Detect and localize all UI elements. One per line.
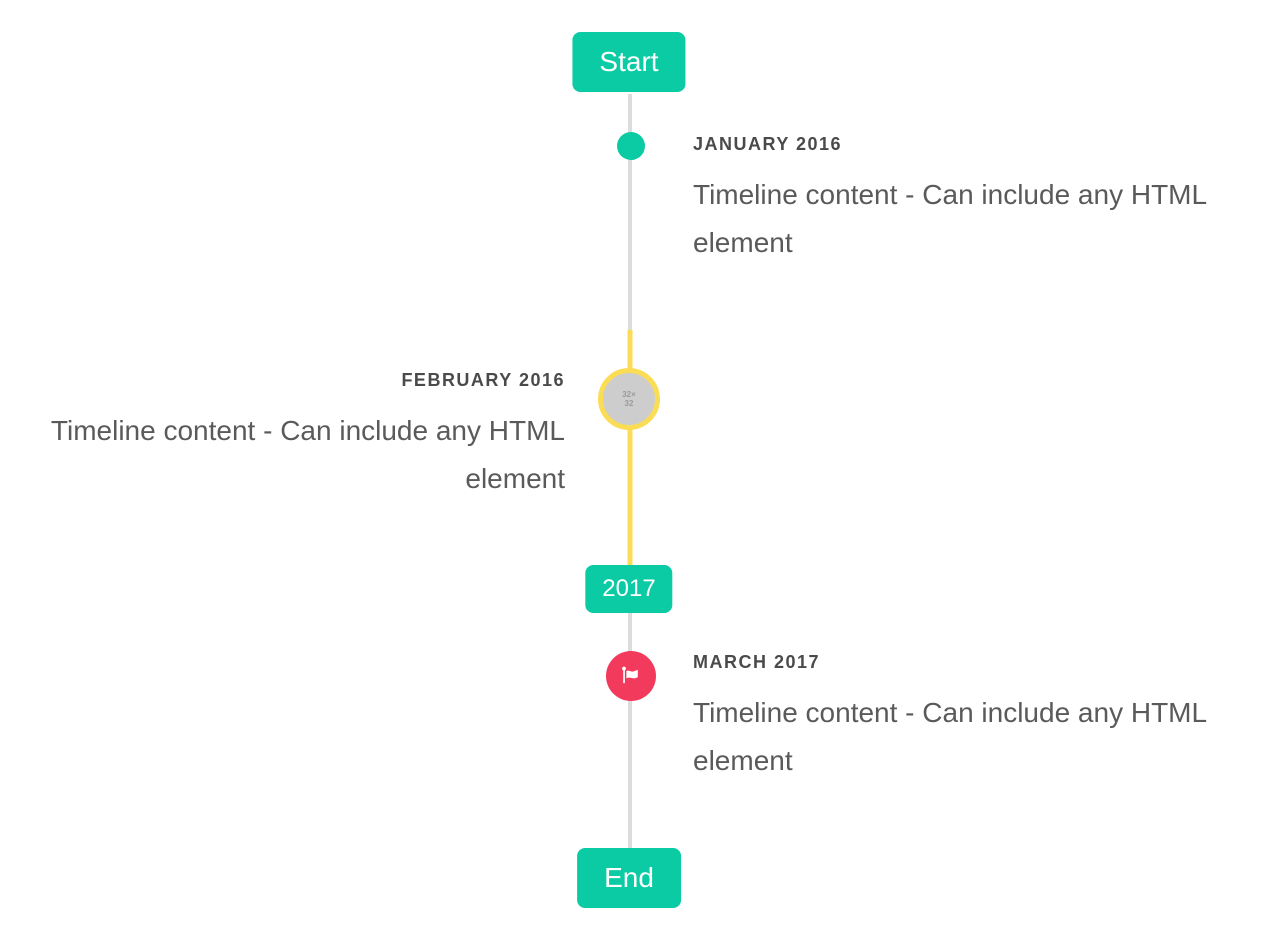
timeline-point-january-2016[interactable] — [617, 132, 645, 160]
item-date-label: FEBRUARY 2016 — [401, 370, 565, 390]
timeline-highlighted-segment — [627, 330, 633, 565]
item-content-text: Timeline content - Can include any HTML … — [693, 697, 1207, 776]
item-content-text: Timeline content - Can include any HTML … — [50, 415, 565, 494]
placeholder-image-icon: 32×32 — [622, 390, 636, 408]
timeline-item-february-2016: FEBRUARY 2016 Timeline content - Can inc… — [42, 369, 565, 503]
item-date-label: JANUARY 2016 — [693, 134, 843, 154]
timeline-point-february-2016-selected[interactable]: 32×32 — [598, 368, 660, 430]
flag-icon — [619, 664, 643, 688]
end-badge: End — [577, 848, 681, 908]
item-content-text: Timeline content - Can include any HTML … — [693, 179, 1207, 258]
timeline-item-january-2016: JANUARY 2016 Timeline content - Can incl… — [693, 133, 1218, 267]
year-2017-badge: 2017 — [585, 565, 673, 613]
start-badge: Start — [572, 32, 686, 92]
timeline-item-march-2017: MARCH 2017 Timeline content - Can includ… — [693, 651, 1218, 785]
timeline-point-march-2017[interactable] — [606, 651, 656, 701]
item-date-label: MARCH 2017 — [693, 652, 821, 672]
